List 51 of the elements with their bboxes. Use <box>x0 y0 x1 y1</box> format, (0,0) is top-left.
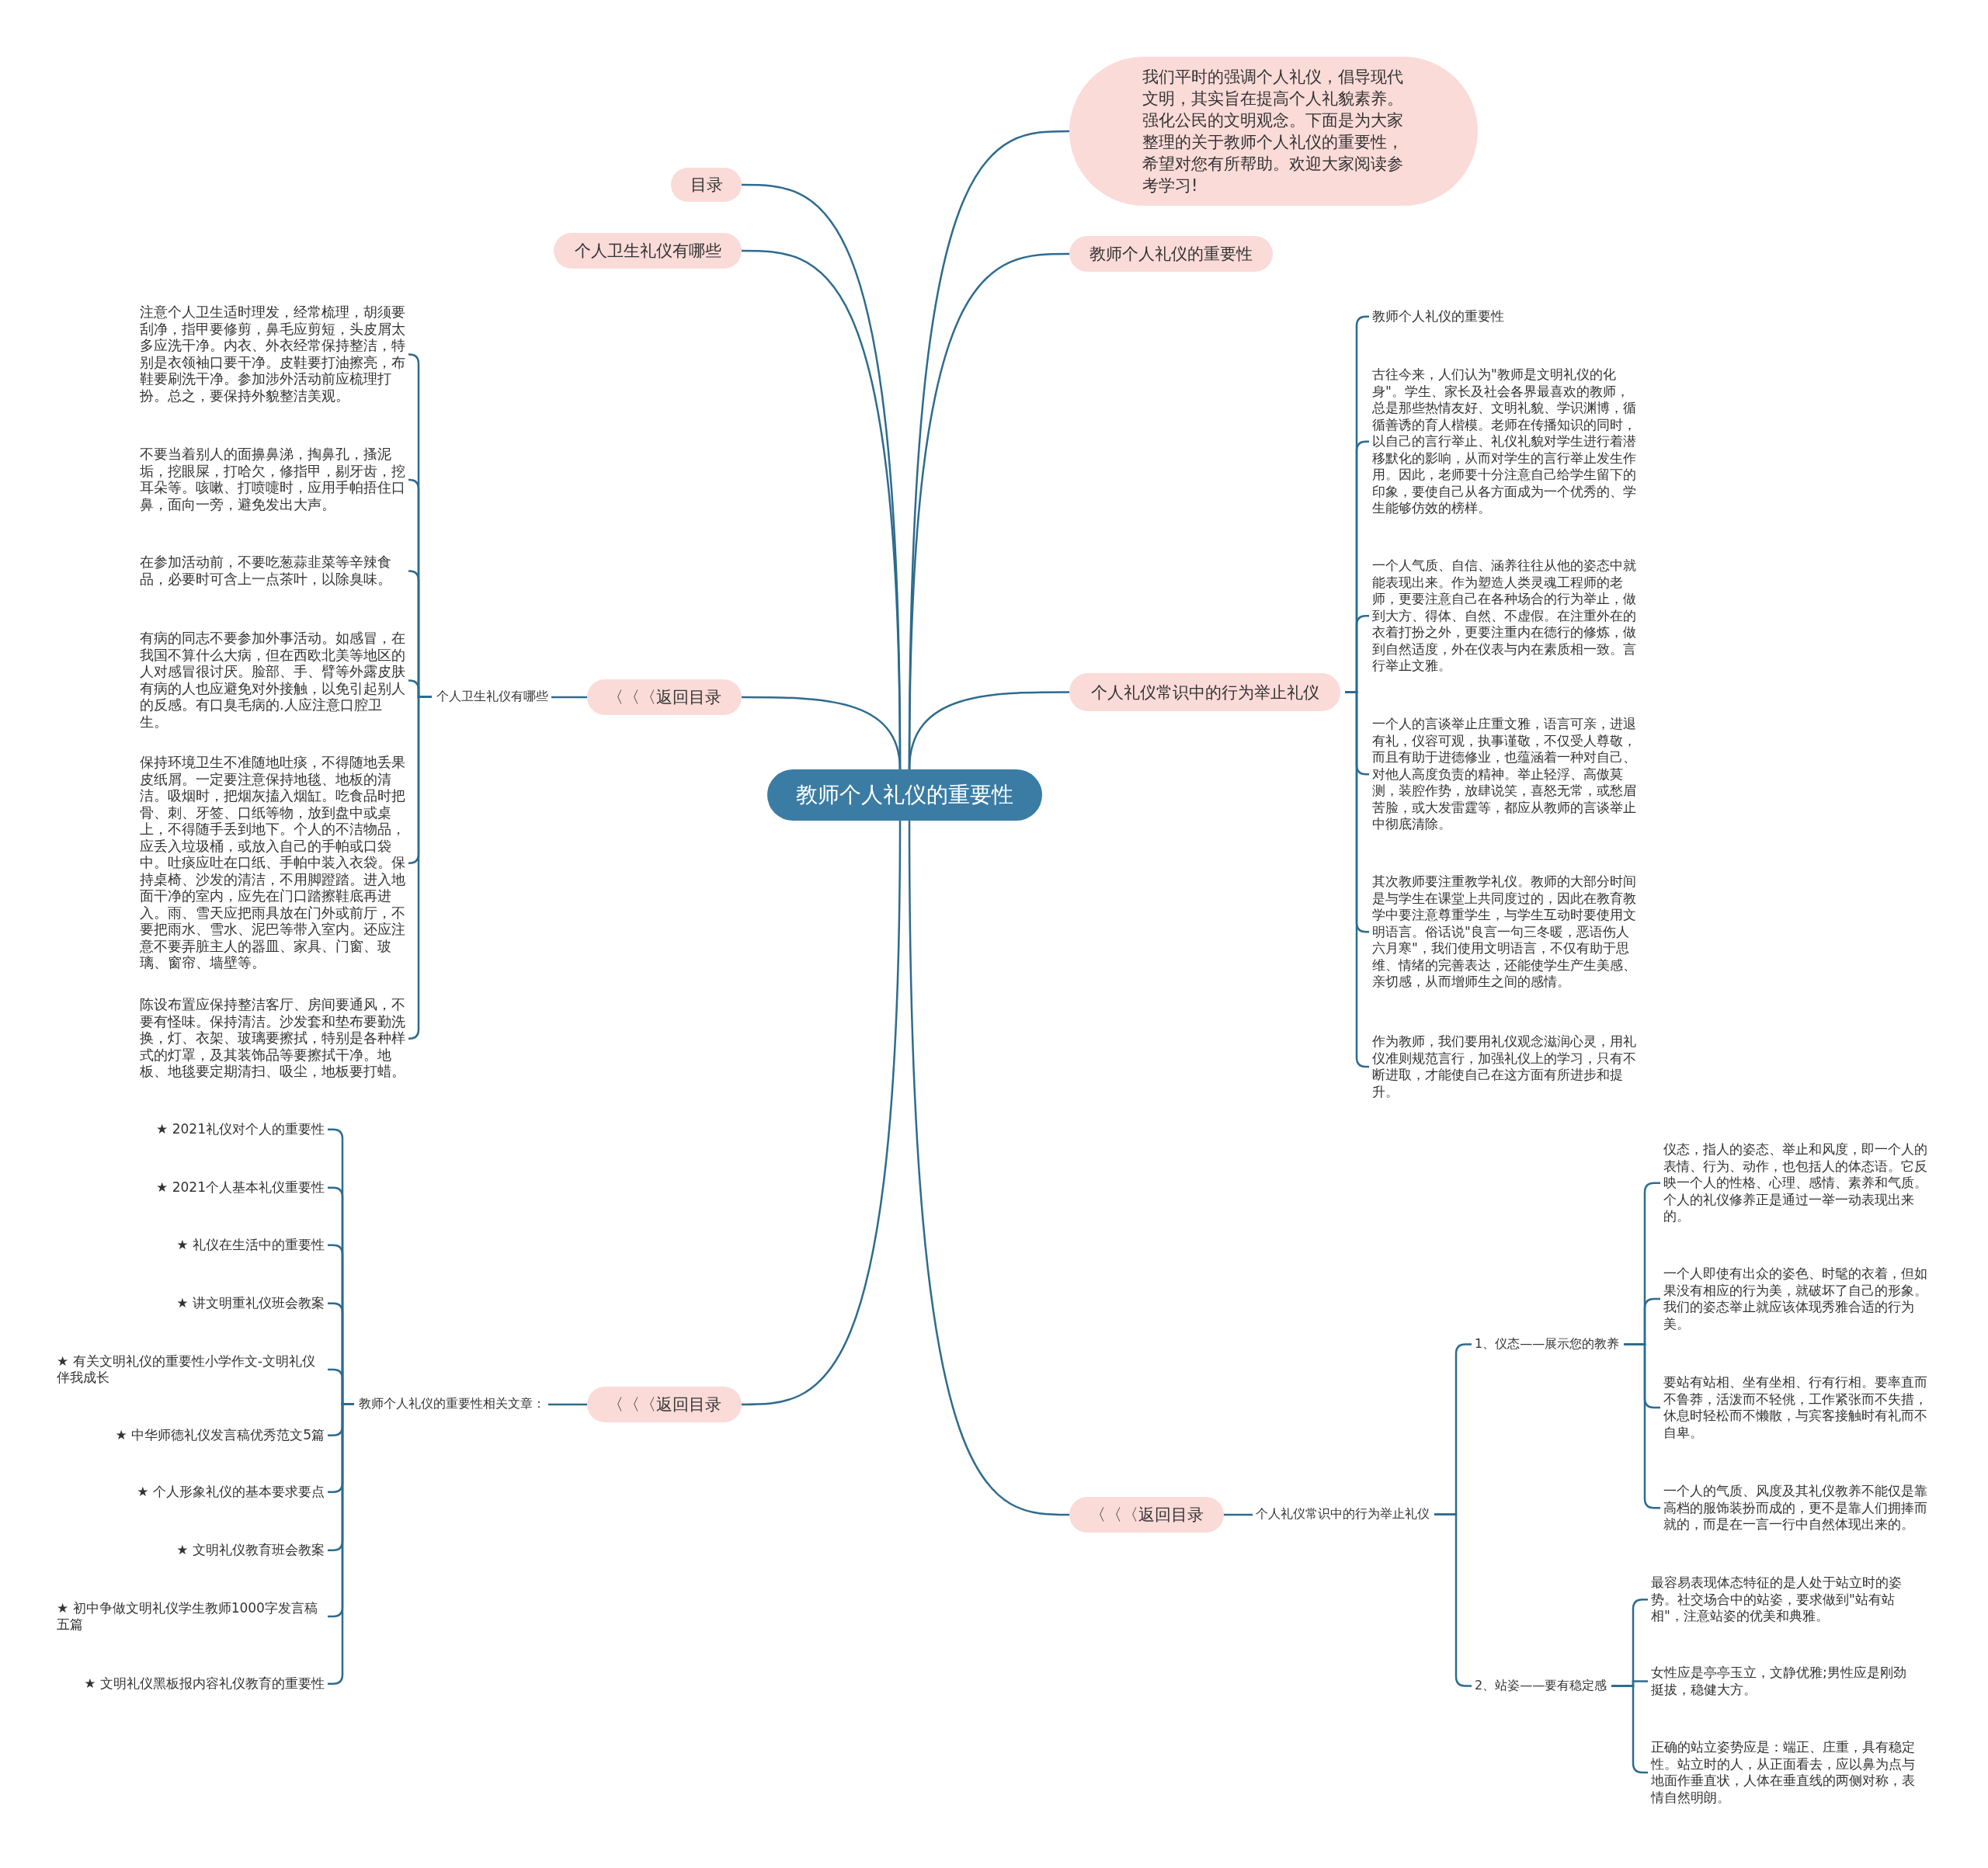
note-text: 一个人的气质、风度及其礼仪教养不能仅是靠高档的服饰装扮而成的，更不是靠人们拥捧而就的，而是在一言一行中自然体现出来的。 <box>1663 1483 1931 1533</box>
note-text: 一个人气质、自信、涵养往往从他的姿态中就能表现出来。作为塑造人类灵魂工程师的老师，更要注意自己在各种场合的行为举止，做到大方、得体、自然、不虚假。在注重外在的衣着打扮之外，更要注重内在德行的修炼，做到自然适度，外在仪表与内在素质相一致。言行举止文雅。 <box>1372 557 1640 675</box>
article-link-text: ★ 有关文明礼仪的重要性小学作文-文明礼仪伴我成长 <box>57 1352 325 1387</box>
note-text: 仪态，指人的姿态、举止和风度，即一个人的表情、行为、动作，也包括人的体态语。它反映一个人的性格、心理、感情、素养和气质。个人的礼仪修养正是通过一举一动表现出来的。 <box>1663 1141 1931 1225</box>
topic-box: 〈〈〈返回目录 <box>1069 1497 1224 1533</box>
article-link-text: ★ 文明礼仪黑板报内容礼仪教育的重要性 <box>84 1675 325 1693</box>
branch-text: 2、站姿——要有稳定感 <box>1475 1678 1607 1694</box>
article-link-text: ★ 2021礼仪对个人的重要性 <box>156 1121 325 1138</box>
topic-box: 教师个人礼仪的重要性 <box>1069 236 1273 272</box>
note-text: 有病的同志不要参加外事活动。如感冒，在我国不算什么大病，但在西欧北美等地区的人对感冒很讨厌。脸部、手、臂等外露皮肤有病的人也应避免对外接触，以免引起别人的反感。有口臭毛病的.人应注意口腔卫生。 <box>140 630 405 731</box>
article-link-text: ★ 中华师德礼仪发言稿优秀范文5篇 <box>115 1427 325 1444</box>
note-text: 保持环境卫生不准随地吐痰，不得随地丢果皮纸屑。一定要注意保持地毯、地板的清洁。吸烟时，把烟灰搕入烟缸。吃食品时把骨、刺、牙签、口纸等物，放到盘中或桌上，不得随手丢到地下。个人的不洁物品，应丢入垃圾桶，或放入自己的手帕或口袋中。吐痰应吐在口纸、手帕中装入衣袋。保持桌椅、沙发的清洁，不用脚蹬踏。进入地面干净的室内，应先在门口踏擦鞋底再进入。雨、雪天应把雨具放在门外或前厅，不要把雨水、雪水、泥巴等带入室内。还应注意不要弄脏主人的器皿、家具、门窗、玻璃、窗帘、墙壁等。 <box>140 755 405 972</box>
note-text: 不要当着别人的面擤鼻涕，掏鼻孔，搔泥垢，挖眼屎，打哈欠，修指甲，剔牙齿，挖耳朵等。咳嗽、打喷嚏时，应用手帕捂住口鼻，面向一旁，避免发出大声。 <box>140 446 405 513</box>
note-text: 正确的站立姿势应是：端正、庄重，具有稳定性。站立时的人，从正面看去，应以鼻为点与地面作垂直状，人体在垂直线的两侧对称，表情自然明朗。 <box>1651 1739 1919 1806</box>
branch-text: 教师个人礼仪的重要性相关文章： <box>359 1396 545 1412</box>
note-text: 其次教师要注重教学礼仪。教师的大部分时间是与学生在课堂上共同度过的，因此在教育教学中要注意尊重学生，与学生互动时要使用文明语言。俗话说"良言一句三冬暖，恶语伤人六月寒"，我们使用文明语言，不仅有助于思维、情绪的完善表达，还能使学生产生美感、亲切感，从而增师生之间的感情。 <box>1372 873 1640 991</box>
connector-line <box>408 696 432 1040</box>
note-text: 古往今来，人们认为"教师是文明礼仪的化身"。学生、家长及社会各界最喜欢的教师，总是那些热情友好、文明礼貌、学识渊博，循循善诱的育人楷模。老师在传播知识的同时，以自己的言行举止、礼仪礼貌对学生进行着潜移默化的影响，从而对学生的言行举止发生作用。因此，老师要十分注意自己给学生留下的印象，要使自己从各方面成为一个优秀的、学生能够仿效的榜样。 <box>1372 366 1640 517</box>
branch-text: 个人礼仪常识中的行为举止礼仪 <box>1256 1506 1430 1523</box>
note-text: 一个人即使有出众的姿色、时髦的衣着，但如果没有相应的行为美，就破坏了自己的形象。我们的姿态举止就应该体现秀雅合适的行为美。 <box>1663 1266 1931 1332</box>
connector-line <box>548 1403 587 1406</box>
article-link-text: ★ 初中争做文明礼仪学生教师1000字发言稿五篇 <box>57 1599 325 1634</box>
branch-text: 个人卫生礼仪有哪些 <box>436 689 548 705</box>
connector-line <box>1224 1513 1253 1516</box>
article-link-text: ★ 个人形象礼仪的基本要求要点 <box>137 1484 325 1501</box>
topic-box: 个人卫生礼仪有哪些 <box>554 233 742 269</box>
intro-bubble: 我们平时的强调个人礼仪，倡导现代文明，其实旨在提高个人礼貌素养。强化公民的文明观念。下面是为大家整理的关于教师个人礼仪的重要性，希望对您有所帮助。欢迎大家阅读参考学习! <box>1069 57 1478 206</box>
connector-line <box>742 696 902 770</box>
note-text: 在参加活动前，不要吃葱蒜韭菜等辛辣食品，必要时可含上一点茶叶，以除臭味。 <box>140 554 405 588</box>
note-text: 教师个人礼仪的重要性 <box>1372 308 1640 325</box>
note-text: 最容易表现体态特征的是人处于站立时的姿势。社交场合中的站姿，要求做到"站有站相"，注意站姿的优美和典雅。 <box>1651 1575 1919 1625</box>
note-text: 一个人的言谈举止庄重文雅，语言可亲，进退有礼，仪容可观，执事谨敬，不仅受人尊敬，而且有助于进德修业，也蕴涵着一种对自己、对他人高度负责的精神。举止轻浮、高傲莫测，装腔作势，放肆说笑，喜怒无常，或愁眉苦脸，或大发雷霆等，都应从教师的言谈举止中彻底清除。 <box>1372 716 1640 833</box>
connector-line <box>551 696 587 699</box>
article-link-text: ★ 讲文明重礼仪班会教案 <box>176 1295 325 1312</box>
topic-box: 〈〈〈返回目录 <box>587 679 742 715</box>
note-text: 作为教师，我们要用礼仪观念滋润心灵，用礼仪准则规范言行，加强礼仪上的学习，只有不断进取，才能使自己在这方面有所进步和提升。 <box>1372 1033 1640 1100</box>
article-link-text: ★ 2021个人基本礼仪重要性 <box>156 1179 325 1196</box>
branch-text: 1、仪态——展示您的教养 <box>1475 1336 1620 1352</box>
note-text: 注意个人卫生适时理发，经常梳理，胡须要刮净，指甲要修剪，鼻毛应剪短，头皮屑太多应洗干净。内衣、外衣经常保持整洁，特别是衣领袖口要干净。皮鞋要打油擦亮，布鞋要刷洗干净。参加涉外活动前应梳理打扮。总之，要保持外貌整洁美观。 <box>140 304 405 405</box>
note-text: 要站有站相、坐有坐相、行有行相。要率直而不鲁莽，活泼而不轻佻，工作紧张而不失措，休息时轻松而不懒散，与宾客接触时有礼而不自卑。 <box>1663 1374 1931 1441</box>
note-text: 陈设布置应保持整洁客厅、房间要通风，不要有怪味。保持清洁。沙发套和垫布要勤洗换，灯、衣架、玻璃要擦拭，特别是各种样式的灯罩，及其装饰品等要擦拭干净。地板、地毯要定期清扫、吸尘，地板要打蜡。 <box>140 997 405 1081</box>
connector-line <box>908 821 1070 1516</box>
topic-box: 个人礼仪常识中的行为举止礼仪 <box>1069 673 1340 711</box>
connector-line <box>908 691 1069 770</box>
article-link-text: ★ 礼仪在生活中的重要性 <box>176 1237 325 1254</box>
connector-line <box>741 821 902 1406</box>
central-topic: 教师个人礼仪的重要性 <box>767 769 1042 821</box>
note-text: 女性应是亭亭玉立，文静优雅;男性应是刚劲挺拔，稳健大方。 <box>1651 1665 1919 1698</box>
topic-box: 目录 <box>671 168 742 202</box>
topic-box: 〈〈〈返回目录 <box>587 1387 742 1422</box>
article-link-text: ★ 文明礼仪教育班会教案 <box>176 1542 325 1559</box>
